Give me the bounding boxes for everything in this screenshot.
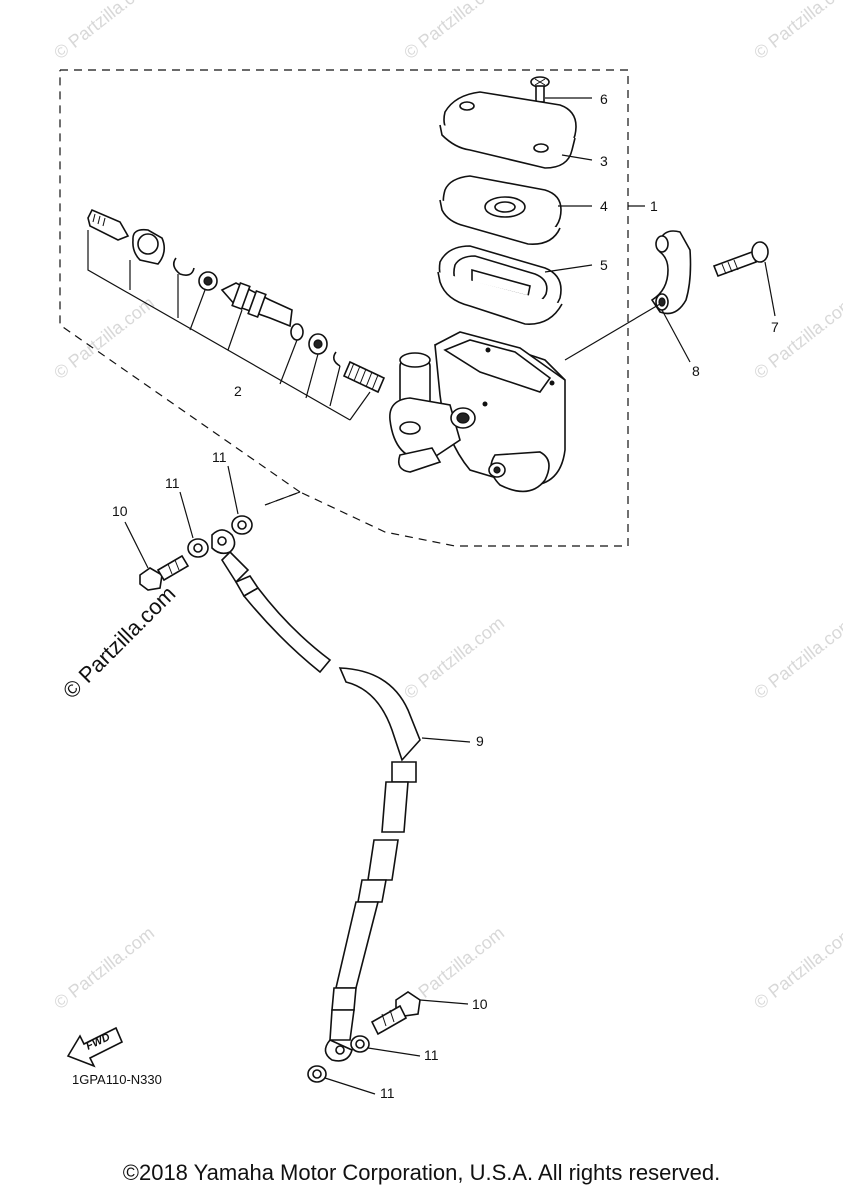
- partzilla-watermark: © Partzilla.com: [58, 581, 181, 704]
- watermark: © Partzilla.com: [750, 923, 843, 1013]
- callout-4: 4: [600, 198, 608, 214]
- callout-10: 10: [112, 503, 128, 519]
- reservoir-cap: [439, 91, 577, 169]
- watermark: © Partzilla.com: [400, 0, 508, 63]
- callout-10: 10: [472, 996, 488, 1012]
- washers-upper: [187, 515, 253, 558]
- watermark: © Partzilla.com: [750, 0, 843, 63]
- holder-clamp: [650, 230, 692, 315]
- callout-6: 6: [600, 91, 608, 107]
- reference-code: 1GPA110-N330: [72, 1072, 162, 1087]
- callout-11: 11: [212, 449, 227, 465]
- copyright-notice: ©2018 Yamaha Motor Corporation, U.S.A. A…: [122, 1160, 721, 1185]
- watermark: © Partzilla.com: [50, 0, 158, 63]
- watermarks: © Partzilla.com © Partzilla.com © Partzi…: [50, 0, 843, 1013]
- master-cylinder-body: [389, 331, 566, 493]
- spring: [342, 360, 386, 394]
- callout-5: 5: [600, 257, 608, 273]
- callout-1: 1: [650, 198, 658, 214]
- callout-9: 9: [476, 733, 484, 749]
- watermark: © Partzilla.com: [400, 613, 508, 703]
- callouts: 1 2 3 4 5 6 7 8 9 10 10 11 11 11 11: [112, 91, 779, 1101]
- watermark: © Partzilla.com: [50, 923, 158, 1013]
- diaphragm: [437, 245, 563, 325]
- diaphragm-plate: [439, 175, 562, 245]
- callout-2: 2: [234, 383, 242, 399]
- fwd-arrow-icon: FWD: [66, 1026, 124, 1068]
- clamp-bolt: [712, 241, 769, 278]
- callout-8: 8: [692, 363, 700, 379]
- callout-11: 11: [165, 475, 180, 491]
- brake-hose: [211, 529, 421, 1062]
- callout-7: 7: [771, 319, 779, 335]
- watermark: © Partzilla.com: [50, 293, 158, 383]
- piston-kit: [87, 208, 386, 421]
- watermark: © Partzilla.com: [750, 293, 843, 383]
- cap-screw: [530, 76, 550, 145]
- union-bolt-lower: [370, 991, 421, 1036]
- callout-11: 11: [380, 1085, 395, 1101]
- watermark: © Partzilla.com: [750, 613, 843, 703]
- callout-3: 3: [600, 153, 608, 169]
- callout-11: 11: [424, 1047, 439, 1063]
- washers-lower: [307, 1035, 370, 1083]
- union-bolt-upper: [139, 554, 190, 591]
- leader-lines: [124, 97, 776, 1095]
